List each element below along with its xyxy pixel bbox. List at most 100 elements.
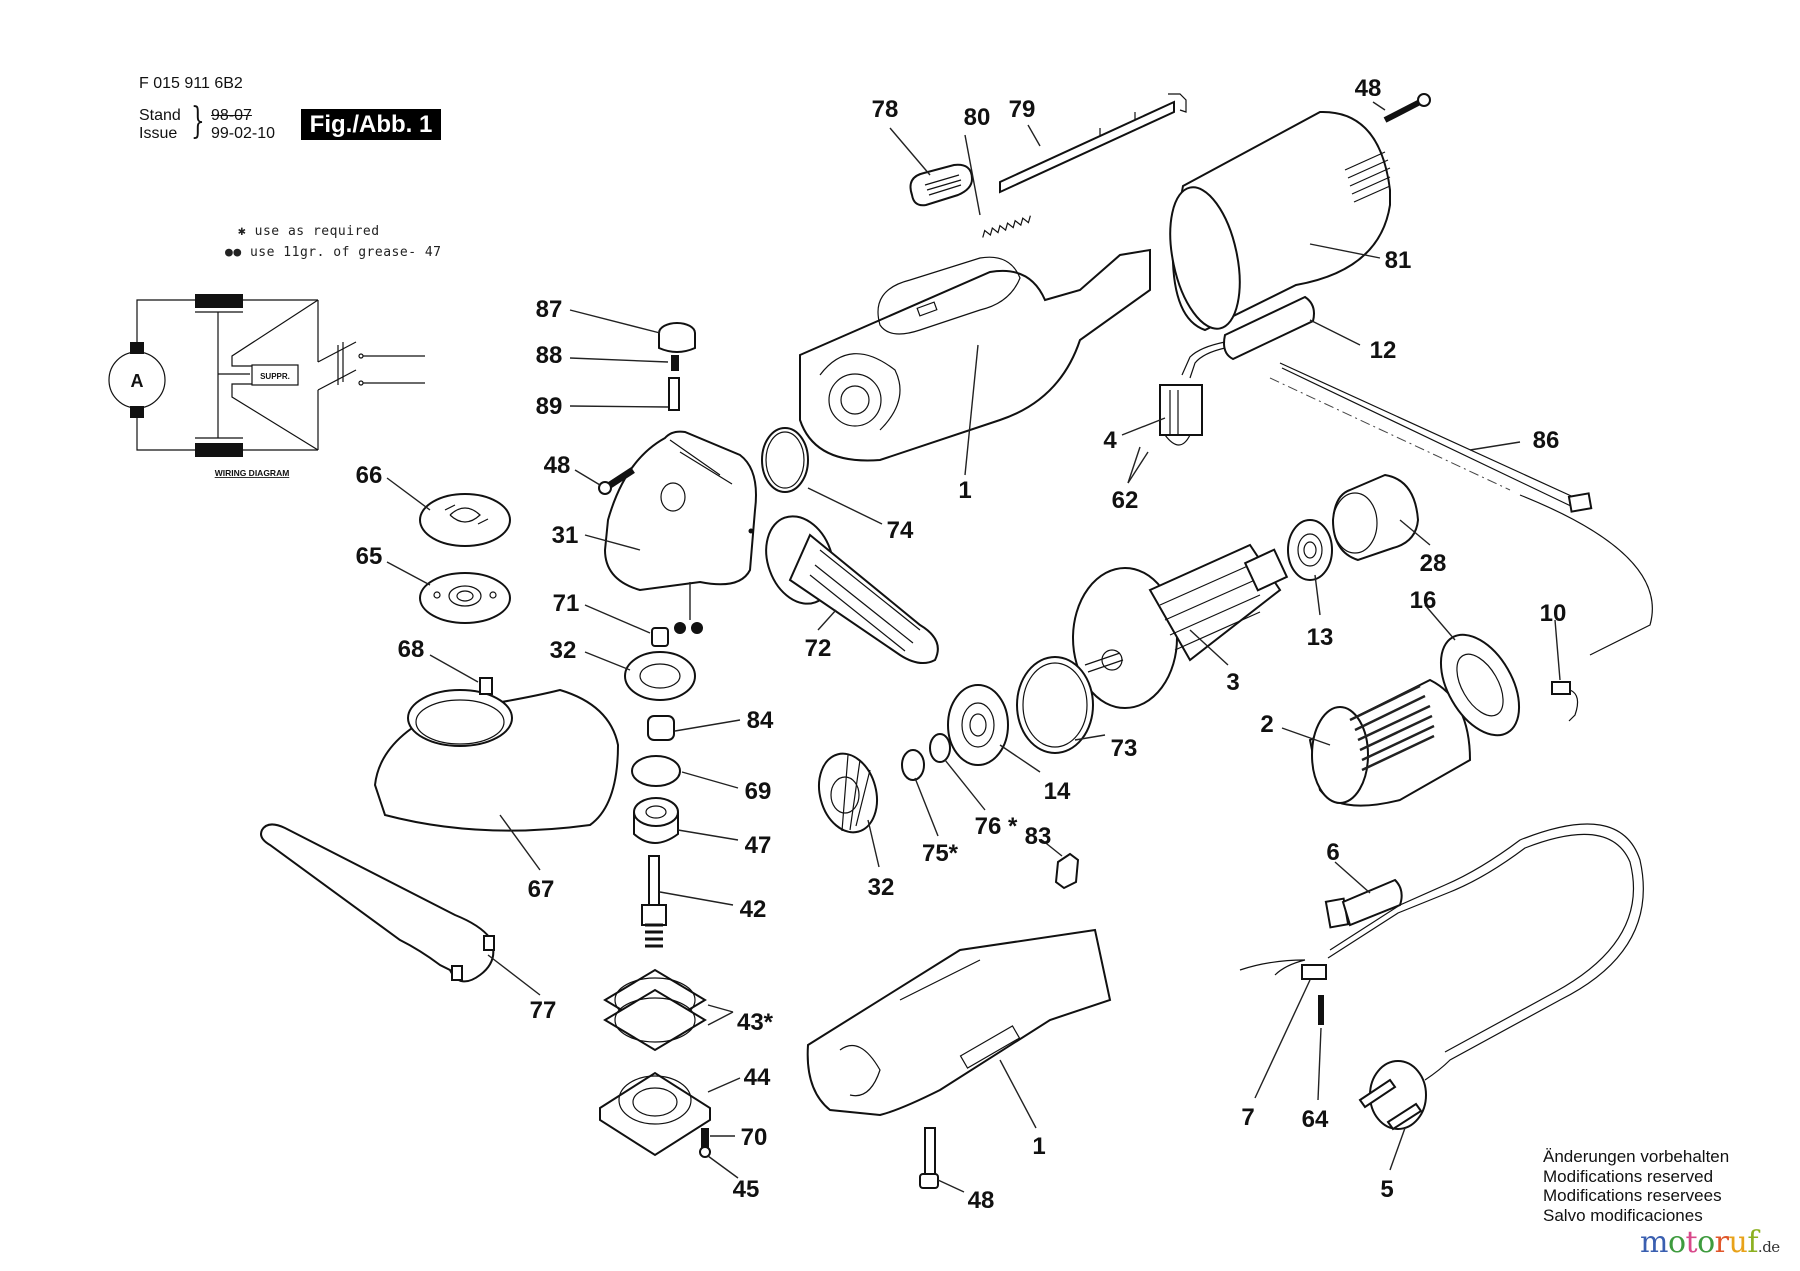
callout-64: 64 [1302,1106,1329,1133]
part-auxiliary-handle [765,515,939,665]
callout-79: 79 [1009,96,1036,123]
brace-icon: } [191,101,205,142]
suppressor-box [251,364,299,386]
part-switch-button [909,163,974,207]
grease-dot-icon [674,622,686,634]
callout-66: 66 [356,462,383,489]
callout-75: 75* [922,840,959,867]
part-screw-64 [1318,995,1324,1025]
callout-16: 16 [1410,587,1437,614]
part-bevel-gear-upper [624,651,696,701]
callout-48-lower: 48 [968,1187,995,1214]
callout-48-top: 48 [1355,75,1382,102]
figure-label: Fig./Abb. 1 [301,109,441,140]
stand-label: Stand [139,107,181,124]
motor-label: A [131,371,144,391]
part-circlip-69 [631,755,681,787]
callout-10: 10 [1540,600,1567,627]
callout-78: 78 [872,96,899,123]
callout-86: 86 [1533,427,1560,454]
part-bevel-gear-lower [818,752,878,834]
callout-45: 45 [733,1176,760,1203]
part-gaskets-43 [603,968,707,1052]
callout-65: 65 [356,543,383,570]
logo-letter: u [1728,1225,1748,1260]
callout-5: 5 [1380,1176,1393,1203]
asterisk-icon: ✱ [238,224,247,239]
part-mounting-flange [419,572,511,624]
logo-letter: t [1685,1225,1698,1260]
part-o-ring-73 [1016,656,1094,754]
callout-44: 44 [744,1064,771,1091]
part-pin-spanner [260,823,495,983]
wiring-diagram-title: WIRING DIAGRAM [215,468,290,478]
part-cable-clamp-7 [1301,964,1327,980]
issue-date: 99-02-10 [211,125,276,142]
callout-72: 72 [805,635,832,662]
callout-3: 3 [1226,669,1239,696]
part-wheel-guard [373,677,620,832]
note-star-text: use as required [254,224,380,239]
callout-83: 83 [1025,823,1052,850]
callout-67: 67 [528,876,555,903]
callout-68: 68 [398,636,425,663]
callout-42: 42 [740,896,767,923]
grease-dot-icon [691,622,703,634]
double-dot-icon: ●● [225,245,242,260]
part-clip [1054,852,1080,890]
part-spindle-lock-button [658,322,696,353]
callout-87: 87 [536,296,563,323]
callout-28: 28 [1420,550,1447,577]
part-cable-tie [1279,362,1593,513]
callout-1-top: 1 [958,477,971,504]
suppressor-label: SUPPR. [260,372,290,381]
part-bearing-flange-44 [599,1071,711,1157]
callout-12: 12 [1370,337,1397,364]
part-switch-rod [999,93,1187,194]
callout-47: 47 [745,832,772,859]
callout-76: 76 * [975,813,1018,840]
note-grease: ●● use 11gr. of grease- 47 [225,245,442,260]
callout-88: 88 [536,342,563,369]
callout-77: 77 [530,997,557,1024]
issue-label: Issue [139,125,178,142]
callout-labels: 78 80 79 48 81 87 88 89 48 3 1 66 65 71 3… [356,75,1567,1214]
callout-32-upper: 32 [550,637,577,664]
part-power-cord [1239,823,1644,1081]
callout-4: 4 [1103,427,1117,454]
part-ball-bearing-14 [947,684,1009,766]
callout-13: 13 [1307,624,1334,651]
part-bearing-sleeve [1331,473,1420,562]
callout-32-lower: 32 [868,874,895,901]
field-coil-bottom-icon [195,443,243,457]
part-spindle-42 [641,855,667,948]
part-o-ring-74 [761,427,809,493]
logo-letter: f [1747,1225,1758,1260]
callout-69: 69 [745,778,772,805]
part-clamping-nut [419,493,511,547]
part-washer-76 [929,733,951,763]
part-screw-lower [919,1127,939,1189]
wiring-diagram: A SUPPR. WIRING DIAGRAM [108,294,425,478]
part-screw-top [1383,93,1431,123]
notice-line-es: Salvo modificaciones [1543,1205,1703,1225]
callout-2: 2 [1260,711,1273,738]
part-ball-bearing-13 [1287,519,1333,581]
part-armature [1072,543,1289,709]
logo-tld: .de [1757,1238,1780,1256]
callout-74: 74 [887,517,914,544]
callout-89: 89 [536,393,563,420]
part-washer-75 [901,749,925,781]
part-bushing-71 [651,627,669,647]
logo-letter: r [1714,1225,1729,1260]
callout-71: 71 [553,590,580,617]
motoruf-watermark-logo: motoruf.de [1640,1226,1780,1264]
callout-1-lower: 1 [1032,1133,1045,1160]
part-screw-mid [608,467,635,488]
callout-62: 62 [1112,487,1139,514]
callout-80: 80 [964,104,991,131]
callout-43: 43* [737,1009,774,1036]
callout-81: 81 [1385,247,1412,274]
part-motor-housing-lower [806,928,1112,1117]
